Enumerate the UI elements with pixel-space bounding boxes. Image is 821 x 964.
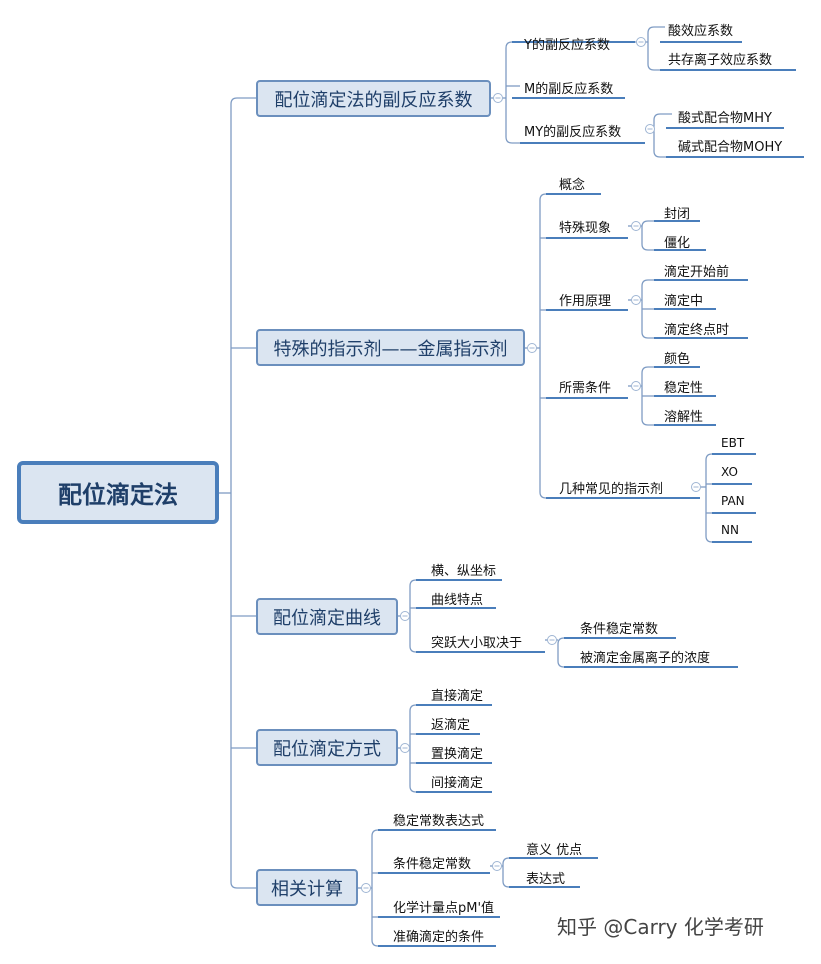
node-jump-depends-on[interactable]: 突跃大小取决于 — [431, 636, 523, 651]
node-displacement-titration[interactable]: 置换滴定 — [431, 747, 484, 762]
node-acidic-complex[interactable]: 酸式配合物MHY — [678, 111, 772, 126]
node-xo[interactable]: XO — [721, 465, 738, 479]
node-working-principle[interactable]: 作用原理 — [559, 294, 612, 309]
node-nn[interactable]: NN — [721, 523, 739, 537]
node-my-side-coefficient[interactable]: MY的副反应系数 — [524, 125, 622, 140]
node-required-conditions[interactable]: 所需条件 — [559, 381, 612, 396]
node-accurate-titration-condition[interactable]: 准确滴定的条件 — [393, 930, 485, 945]
node-conditional-stability-constant[interactable]: 条件稳定常数 — [580, 622, 659, 637]
node-concept[interactable]: 概念 — [559, 178, 586, 193]
node-indirect-titration[interactable]: 间接滴定 — [431, 776, 484, 791]
node-metal-ion-concentration[interactable]: 被滴定金属离子的浓度 — [580, 651, 711, 666]
branch-titration-curve[interactable]: 配位滴定曲线 — [256, 598, 398, 635]
node-direct-titration[interactable]: 直接滴定 — [431, 689, 484, 704]
node-stability-expression[interactable]: 稳定常数表达式 — [393, 814, 485, 829]
node-blocking[interactable]: 封闭 — [664, 207, 691, 222]
node-basic-complex[interactable]: 碱式配合物MOHY — [678, 140, 783, 155]
root-topic[interactable]: 配位滴定法 — [17, 461, 219, 524]
watermark: 知乎 @Carry 化学考研 — [557, 915, 764, 939]
node-acid-effect[interactable]: 酸效应系数 — [668, 24, 734, 39]
node-y-side-coefficient[interactable]: Y的副反应系数 — [524, 38, 610, 53]
node-expression[interactable]: 表达式 — [526, 872, 566, 887]
node-curve-features[interactable]: 曲线特点 — [431, 593, 484, 608]
branch-side-reaction-coefficients[interactable]: 配位滴定法的副反应系数 — [256, 80, 491, 117]
node-stability[interactable]: 稳定性 — [664, 381, 704, 396]
branch-titration-methods[interactable]: 配位滴定方式 — [256, 729, 398, 766]
node-axes[interactable]: 横、纵坐标 — [431, 564, 497, 579]
node-meaning-advantages[interactable]: 意义 优点 — [526, 843, 583, 858]
node-pan[interactable]: PAN — [721, 494, 745, 508]
node-common-indicators[interactable]: 几种常见的指示剂 — [559, 482, 664, 497]
node-solubility[interactable]: 溶解性 — [664, 410, 704, 425]
branch-calculations[interactable]: 相关计算 — [256, 869, 358, 906]
node-pm-value[interactable]: 化学计量点pM'值 — [393, 901, 495, 916]
node-color[interactable]: 颜色 — [664, 352, 691, 367]
node-before-titration[interactable]: 滴定开始前 — [664, 265, 730, 280]
node-back-titration[interactable]: 返滴定 — [431, 718, 471, 733]
node-at-endpoint[interactable]: 滴定终点时 — [664, 323, 730, 338]
node-m-side-coefficient[interactable]: M的副反应系数 — [524, 82, 614, 97]
node-coexisting-ion-effect[interactable]: 共存离子效应系数 — [668, 53, 773, 68]
node-conditional-constant[interactable]: 条件稳定常数 — [393, 857, 472, 872]
node-ebt[interactable]: EBT — [721, 436, 745, 450]
node-during-titration[interactable]: 滴定中 — [664, 294, 704, 309]
branch-metal-indicator[interactable]: 特殊的指示剂——金属指示剂 — [256, 329, 525, 366]
node-ossification[interactable]: 僵化 — [664, 236, 691, 251]
node-special-phenomena[interactable]: 特殊现象 — [559, 221, 612, 236]
